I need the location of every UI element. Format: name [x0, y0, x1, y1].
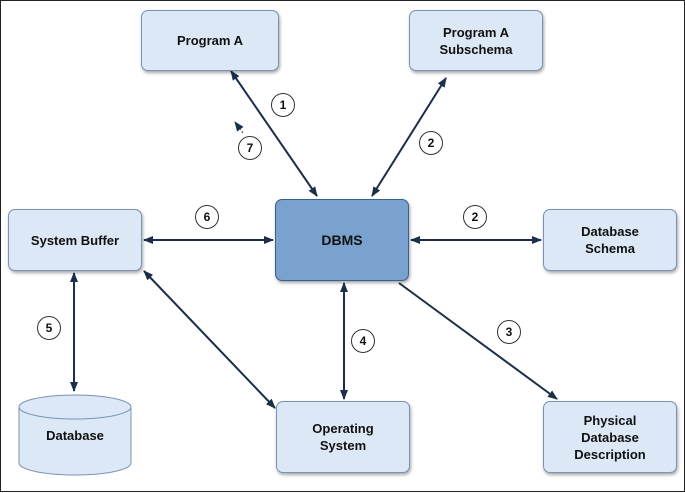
step-6-marker: 6 [195, 205, 219, 229]
physical-database-description-label: Physical Database Description [574, 412, 646, 462]
step-3-marker: 3 [497, 320, 521, 344]
arrow-buffer-os [143, 270, 276, 409]
arrow-program-a-dbms [230, 70, 318, 197]
dbms-label: DBMS [321, 231, 363, 248]
step-7-marker: 7 [238, 136, 262, 160]
database-schema-label: Database Schema [581, 224, 639, 256]
arrow-dbms-physical [398, 282, 558, 400]
step-4-marker: 4 [351, 329, 375, 353]
step-1-marker: 1 [271, 93, 295, 117]
system-buffer-box: System Buffer [8, 209, 142, 271]
program-a-subschema-box: Program A Subschema [409, 10, 543, 71]
database-label: Database [46, 427, 104, 443]
program-a-subschema-label: Program A Subschema [439, 24, 513, 57]
program-a-box: Program A [141, 10, 279, 71]
arrow-subschema-dbms [371, 77, 447, 197]
database-cylinder [18, 394, 132, 476]
step-5-marker: 5 [37, 316, 61, 340]
physical-database-description-box: Physical Database Description [543, 401, 677, 473]
system-buffer-label: System Buffer [30, 232, 120, 248]
database-schema-box: Database Schema [543, 209, 677, 271]
step-2-subschema-marker: 2 [419, 131, 443, 155]
operating-system-box: Operating System [276, 401, 410, 473]
arrow-step-7 [234, 121, 244, 134]
operating-system-label: Operating System [312, 421, 374, 453]
program-a-label: Program A [177, 33, 243, 48]
dbms-box: DBMS [275, 199, 409, 281]
step-2-schema-marker: 2 [463, 205, 487, 229]
